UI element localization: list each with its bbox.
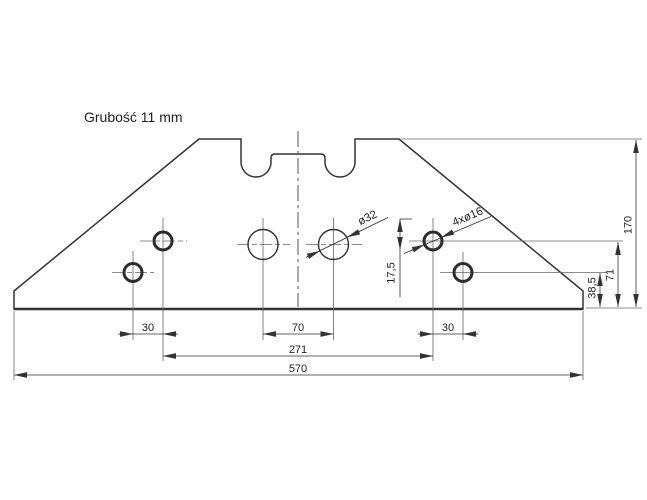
dim-170: 170 [623,140,639,307]
dim-570: 570 [14,363,583,378]
dim-30-left: 30 [118,322,178,337]
dim-38-5: 38,5 [587,273,603,307]
dim-271-text: 271 [289,344,307,356]
dim-271: 271 [163,344,433,359]
dim-30-right-text: 30 [442,322,454,334]
label-small-holes: 4xø16 [451,205,485,229]
dim-30-right: 30 [418,322,478,337]
centermarks [112,218,464,361]
dim-70-text: 70 [292,322,304,334]
dim-570-text: 570 [289,363,307,375]
plate-outline [13,138,584,311]
holes [122,228,474,283]
large-hole-left [247,228,279,261]
small-hole-lower-left [122,262,144,283]
small-hole-upper-left [152,230,174,252]
dim-71: 71 [605,242,621,307]
dim-71-text: 71 [605,269,617,281]
dim-170-text: 170 [623,216,635,234]
small-hole-upper-right [422,230,444,252]
large-hole-right [317,228,350,261]
small-hole-lower-right [452,262,474,283]
dim-17-5: 17,5 [386,218,412,297]
dim-70: 70 [263,322,334,337]
thickness-note: Grubość 11 mm [84,109,183,125]
leader-small-holes: 4xø16 [403,205,492,254]
label-large-hole: ø32 [356,209,379,228]
dim-17-5-text: 17,5 [386,262,398,283]
dim-38-5-text: 38,5 [587,277,599,298]
extension-lines [13,138,642,380]
plate-profile [13,138,584,310]
dim-30-left-text: 30 [142,322,154,334]
